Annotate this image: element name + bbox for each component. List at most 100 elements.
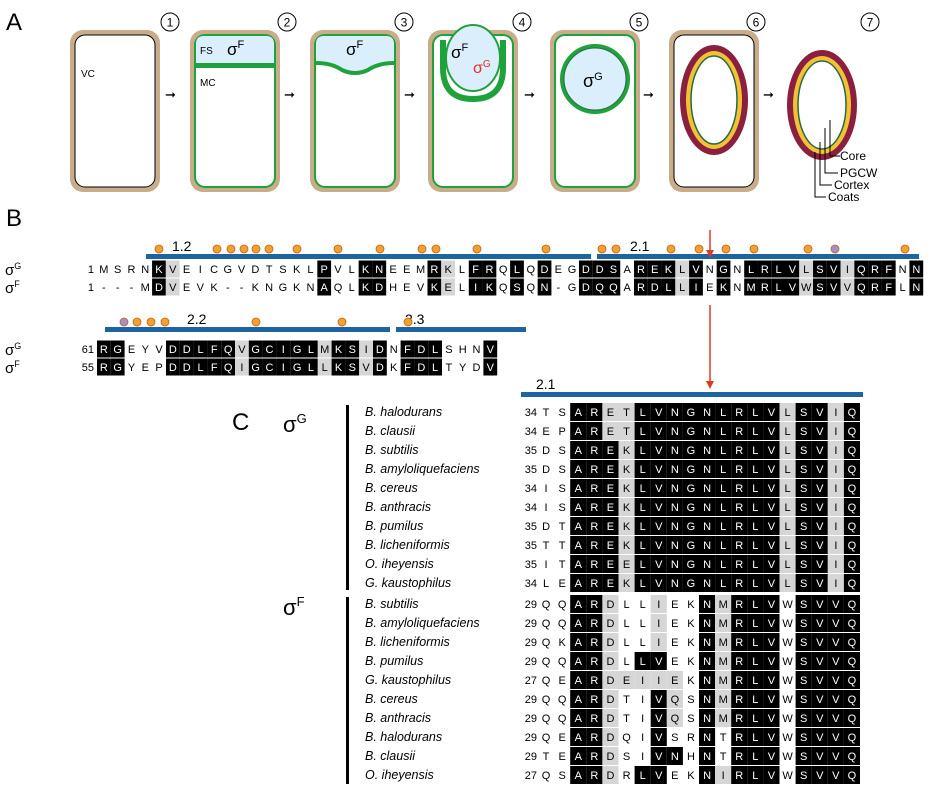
residue: I (834, 502, 837, 514)
residue: G (687, 483, 696, 495)
residue: D (417, 344, 425, 356)
residue: A (575, 464, 583, 476)
residue: V (816, 559, 824, 571)
residue-shade (602, 498, 619, 516)
residue-shade (715, 595, 732, 613)
residue-shade (731, 441, 748, 459)
residue-shade (666, 747, 683, 765)
residue: W (782, 751, 793, 763)
residue-shade (661, 260, 676, 278)
residue: Q (857, 264, 866, 276)
residue-shade (827, 595, 844, 613)
cell-4-engulfment: σF σG (428, 24, 518, 192)
residue: R (735, 559, 743, 571)
residue: E (671, 770, 678, 782)
residue: G (687, 521, 696, 533)
row-start-number: 35 (525, 521, 537, 533)
residue-shade (827, 574, 844, 592)
sigma-f-label: σF (451, 42, 469, 62)
residue: D (183, 344, 191, 356)
residue: D (606, 618, 614, 630)
residue: L (349, 282, 355, 294)
residue-shade (827, 460, 844, 478)
residue-shade (358, 260, 373, 278)
vc-label: VC (81, 69, 95, 80)
residue: Q (558, 656, 567, 668)
species-name: B. cereus (365, 481, 418, 495)
residue-shade (441, 278, 456, 296)
residue-shade (682, 422, 699, 440)
residue: Q (542, 713, 551, 725)
residue: G (687, 578, 696, 590)
residue: R (735, 713, 743, 725)
residue: D (542, 445, 550, 457)
residue-shade (586, 614, 603, 632)
residue: K (623, 464, 631, 476)
residue-shade (650, 422, 667, 440)
residue: L (784, 578, 790, 590)
residue-shade (747, 422, 764, 440)
residue-shade (586, 652, 603, 670)
residue-shade (345, 358, 360, 376)
residue: N (671, 502, 679, 514)
residue-shade (682, 441, 699, 459)
residue: K (252, 282, 260, 294)
residue-shade (731, 555, 748, 573)
residue: G (113, 344, 122, 356)
residue-shade (634, 278, 648, 296)
residue: M (141, 282, 150, 294)
residue-shade (570, 766, 587, 784)
residue: V (816, 464, 824, 476)
residue: G (687, 445, 696, 457)
step-number: 7 (860, 12, 880, 32)
residue-shade (331, 340, 346, 358)
residue: K (362, 282, 370, 294)
sigma-g-label: σG (583, 71, 603, 91)
residue: V (655, 502, 663, 514)
residue-shade (840, 260, 855, 278)
residue: L (752, 675, 758, 687)
residue-shade (843, 441, 860, 459)
residue-shade (715, 498, 732, 516)
residue-shade (602, 766, 619, 784)
residue: L (720, 407, 726, 419)
residue-shade (763, 614, 780, 632)
residue-shade (795, 690, 812, 708)
residue-shade (634, 517, 651, 535)
residue: Q (526, 264, 535, 276)
residue-dot (431, 244, 441, 254)
residue: L (752, 464, 758, 476)
residue: E (183, 282, 190, 294)
residue: K (293, 282, 301, 294)
residue: E (403, 282, 410, 294)
residue-shade (811, 555, 828, 573)
residue: R (590, 694, 598, 706)
residue: K (623, 445, 631, 457)
residue-shade (634, 441, 651, 459)
residue: D (183, 362, 191, 374)
species-name: B. subtilis (365, 443, 419, 457)
residue-shade (731, 728, 748, 746)
residue: D (596, 264, 604, 276)
residue: R (735, 732, 743, 744)
residue: R (637, 282, 645, 294)
residue-shade (682, 574, 699, 592)
residue: L (640, 618, 646, 630)
residue-shade (602, 555, 619, 573)
residue: Q (848, 407, 857, 419)
residue: L (640, 578, 646, 590)
species-name: B. halodurans (365, 730, 442, 744)
residue: V (832, 675, 840, 687)
residue-shade (359, 340, 373, 358)
residue: V (768, 637, 776, 649)
residue: N (703, 483, 711, 495)
residue-shade (715, 709, 732, 727)
residue-shade (731, 517, 748, 535)
residue-shade (827, 633, 844, 651)
residue: - (240, 282, 244, 294)
residue-shade (763, 517, 780, 535)
